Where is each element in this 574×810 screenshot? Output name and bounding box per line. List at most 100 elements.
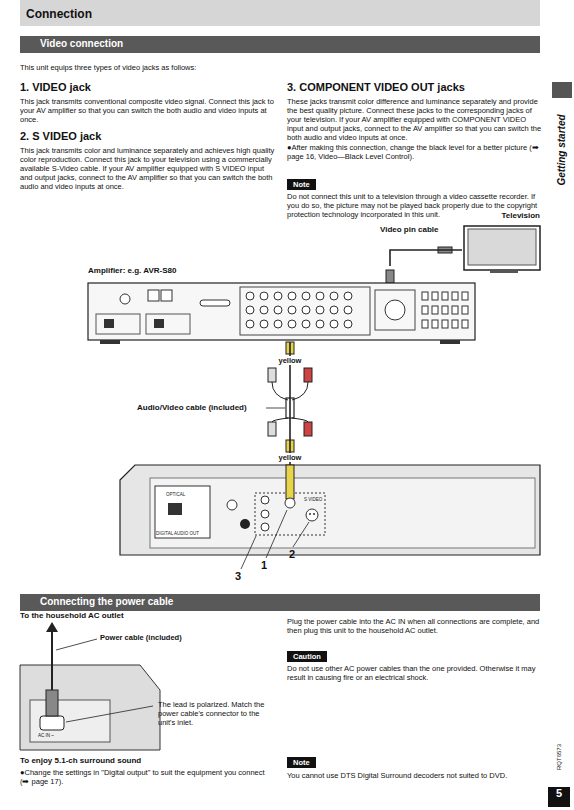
amplifier-drawing	[246, 292, 352, 328]
text-label: AC IN ~	[38, 733, 54, 738]
dvd-unit-drawing	[266, 510, 287, 558]
amplifier-drawing	[96, 314, 140, 334]
power-drawing	[46, 690, 58, 716]
amplifier-drawing	[452, 306, 458, 314]
text-label: Plug the power cable into the AC IN when…	[287, 617, 542, 635]
amplifier-drawing	[344, 292, 352, 300]
dvd-unit-drawing	[240, 519, 250, 529]
amplifier-drawing	[462, 292, 468, 300]
amplifier-drawing	[432, 306, 438, 314]
dvd-unit-drawing	[285, 498, 295, 508]
dvd-unit-drawing	[261, 496, 269, 504]
text-label: Do not connect this unit to a television…	[287, 192, 542, 219]
text-label: This jack transmits conventional composi…	[20, 97, 275, 124]
text-label: To enjoy 5.1-ch surround sound	[20, 756, 141, 766]
av-cable-drawing	[272, 418, 288, 422]
amplifier-drawing	[462, 306, 468, 314]
caution-badge: Caution	[287, 651, 327, 662]
amplifier-drawing	[104, 319, 114, 328]
dvd-unit-drawing	[227, 500, 237, 510]
amplifier-drawing	[288, 306, 296, 314]
amplifier-drawing	[330, 320, 338, 328]
node-text: OPTICAL	[166, 492, 185, 497]
dvd-unit-drawing	[255, 493, 325, 535]
note-badge: Note	[287, 757, 316, 768]
amplifier-drawing	[385, 300, 405, 320]
amplifier-drawing	[148, 290, 159, 301]
node-text: Note	[293, 180, 310, 189]
text-label: 1	[261, 559, 267, 572]
power-drawing	[51, 630, 53, 690]
text-label: This unit equips three types of video ja…	[20, 63, 196, 72]
header-band: Connection	[20, 0, 540, 26]
text-label: yellow	[276, 453, 304, 462]
amplifier-drawing	[240, 287, 370, 335]
television-drawing	[468, 229, 536, 265]
television-drawing	[464, 226, 540, 270]
text-label: The lead is polarized. Match the power c…	[158, 700, 276, 727]
amplifier-drawing	[422, 306, 428, 314]
amplifier-drawing	[432, 320, 438, 328]
amplifier-drawing	[344, 306, 352, 314]
note-badge: Note	[287, 179, 316, 190]
amplifier-drawing	[440, 340, 460, 344]
dvd-unit-drawing	[261, 523, 269, 531]
amplifier-drawing	[422, 320, 428, 328]
text-label: Power cable (included)	[100, 633, 182, 642]
amplifier-drawing	[302, 320, 310, 328]
av-cable-drawing	[304, 422, 312, 436]
amplifier-drawing	[274, 320, 282, 328]
text-label: This jack transmits color and luminance …	[20, 146, 275, 191]
television-drawing	[490, 270, 518, 273]
dvd-unit-drawing	[313, 513, 315, 515]
node-text: Connecting the power cable	[40, 596, 520, 608]
amplifier-drawing	[246, 320, 254, 328]
node-text: Note	[293, 758, 310, 767]
amplifier-drawing	[432, 292, 438, 300]
amplifier-drawing	[330, 292, 338, 300]
dvd-unit: OPTICALDIGITAL AUDIO OUTS VIDEO	[120, 465, 540, 555]
amplifier-drawing	[452, 292, 458, 300]
dvd-unit-drawing	[261, 510, 269, 518]
amplifier-drawing	[302, 292, 310, 300]
amplifier-drawing	[154, 319, 164, 328]
amplifier-drawing	[316, 306, 324, 314]
amplifier-drawing	[88, 283, 475, 344]
dvd-unit-drawing	[150, 478, 535, 548]
cable-label: Video pin cable	[378, 225, 441, 234]
node-text: 5	[548, 787, 570, 800]
dvd-unit-drawing	[293, 522, 309, 547]
amplifier-drawing	[120, 294, 130, 304]
text-label: yellow	[276, 356, 304, 365]
dvd-unit-drawing	[309, 513, 311, 515]
av-cable-drawing	[292, 382, 308, 400]
television: Television	[462, 211, 540, 273]
page-number: 5	[548, 787, 570, 807]
av-cable-drawing	[266, 342, 312, 452]
amplifier-drawing	[330, 306, 338, 314]
av-cable-drawing	[304, 368, 312, 382]
amplifier-drawing	[100, 340, 120, 344]
text-label: 2	[289, 548, 295, 561]
power-drawing	[20, 665, 160, 750]
amplifier-drawing	[442, 292, 448, 300]
amplifier-drawing	[422, 292, 468, 328]
amplifier-drawing	[442, 306, 448, 314]
amplifier-drawing	[246, 306, 254, 314]
text-label: These jacks transmit color difference an…	[287, 97, 542, 142]
text-label: ●Change the settings in "Digital output"…	[20, 768, 275, 786]
amplifier: Amplifier: e.g. AVR-S80	[88, 266, 475, 342]
av-cable-drawing	[268, 368, 276, 382]
amplifier-drawing	[161, 290, 172, 301]
text-label: To the household AC outlet	[20, 611, 124, 621]
amplifier-drawing	[316, 292, 324, 300]
amplifier-drawing	[422, 292, 428, 300]
av-cable-drawing	[266, 408, 285, 409]
cable-connector	[390, 250, 462, 266]
power-drawing	[66, 706, 153, 722]
av-cable-drawing	[272, 382, 288, 400]
dvd-unit-drawing	[155, 486, 210, 538]
amplifier-drawing	[302, 306, 310, 314]
node-text: Connection	[26, 7, 534, 21]
power-drawing	[46, 622, 58, 632]
